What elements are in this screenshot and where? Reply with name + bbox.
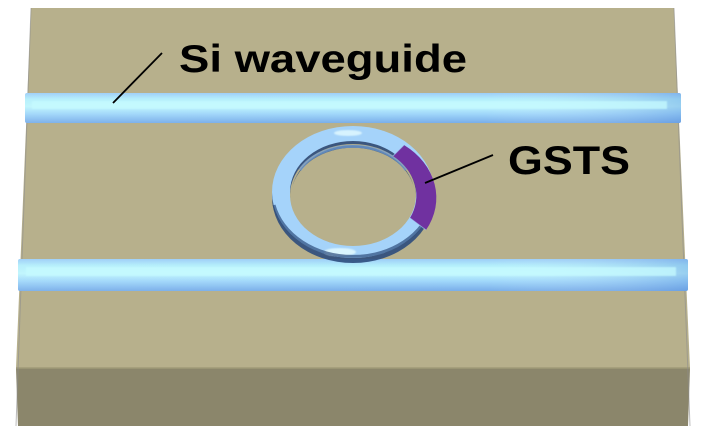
waveguide-leader-line <box>112 52 163 104</box>
waveguide-label: Si waveguide <box>179 38 467 81</box>
ring-resonator <box>272 126 434 263</box>
gsts-leader-line <box>424 154 494 184</box>
substrate-front-face <box>16 368 690 426</box>
gsts-label: GSTS <box>508 139 630 183</box>
bus-waveguide-top <box>25 93 681 123</box>
gsts-patch <box>392 144 437 231</box>
bus-waveguide-bottom <box>18 259 688 291</box>
